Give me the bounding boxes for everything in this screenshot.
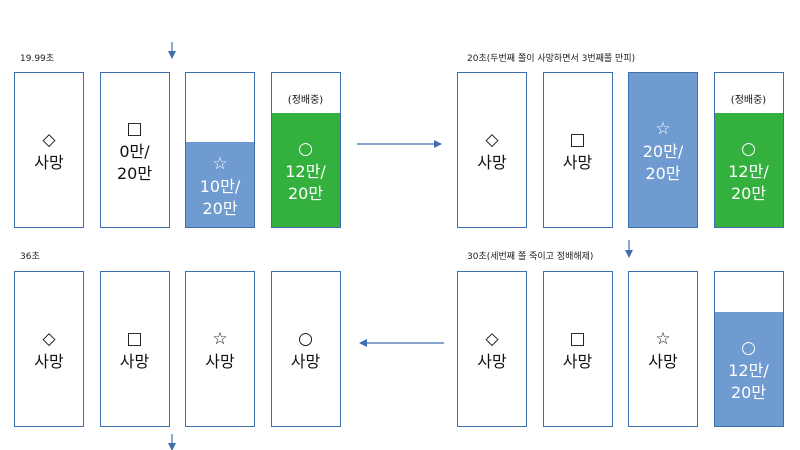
hp-fill bbox=[714, 113, 783, 227]
unit-symbol-icon: ☆ bbox=[212, 154, 228, 175]
unit-symbol-icon: ◇ bbox=[485, 329, 499, 349]
hp-text: 20만 bbox=[116, 164, 153, 183]
unit-symbol-icon: ○ bbox=[741, 338, 756, 359]
unit-symbol-icon: ○ bbox=[298, 329, 313, 349]
panel-label: 30초(세번째 쫄 죽이고 정배해제) bbox=[467, 252, 594, 262]
unit-symbol-icon: □ bbox=[569, 329, 586, 349]
hp-text: 사망 bbox=[34, 153, 64, 172]
panel-label: 20초(두번째 쫄이 사망하면서 3번째쫄 만피) bbox=[467, 54, 636, 64]
unit-card: □ 사망 bbox=[99, 271, 170, 427]
hp-fill bbox=[186, 142, 254, 227]
hp-text: 20만 bbox=[202, 199, 238, 219]
unit-card: □ 0만/20만 bbox=[99, 72, 170, 228]
card-content: □ 사망 bbox=[544, 327, 612, 373]
card-content: ○12만/20만 bbox=[715, 336, 783, 404]
hp-text: 12만/ bbox=[728, 361, 769, 381]
card-content: ☆ 사망 bbox=[186, 327, 254, 373]
hp-text: 사망 bbox=[205, 352, 235, 371]
unit-symbol-icon: □ bbox=[126, 329, 143, 349]
card-content: ◇ 사망 bbox=[458, 327, 526, 373]
unit-symbol-icon: ○ bbox=[741, 139, 756, 160]
card-content: ○ 사망 bbox=[272, 327, 340, 373]
unit-card: (정배중) ○12만/20만 bbox=[270, 72, 341, 228]
unit-card: ○ 사망 bbox=[270, 271, 341, 427]
hp-text: 20만/ bbox=[642, 142, 684, 161]
status-tag: (정배중) bbox=[287, 95, 324, 106]
unit-card: □ 사망 bbox=[542, 271, 613, 427]
card-content: ◇ 사망 bbox=[15, 128, 83, 174]
hp-text: 사망 bbox=[562, 352, 593, 371]
unit-card: ☆ 사망 bbox=[628, 271, 698, 427]
unit-card: ○12만/20만 bbox=[713, 271, 784, 427]
hp-text: 12만/ bbox=[728, 162, 769, 182]
hp-text: 12만/ bbox=[285, 162, 326, 182]
hp-text: 0만/ bbox=[119, 142, 150, 161]
unit-symbol-icon: □ bbox=[126, 119, 143, 139]
card-content: ◇ 사망 bbox=[458, 128, 526, 174]
unit-card: □ 사망 bbox=[542, 72, 613, 228]
unit-card: ☆ 20만/20만 bbox=[628, 72, 698, 228]
unit-symbol-icon: ☆ bbox=[655, 329, 671, 349]
hp-text: 10만/ bbox=[199, 177, 241, 197]
unit-symbol-icon: ○ bbox=[298, 139, 313, 160]
panel-label: 36초 bbox=[20, 252, 40, 262]
hp-text: 20만 bbox=[730, 184, 767, 204]
hp-text: 사망 bbox=[477, 153, 507, 172]
card-content: ○12만/20만 bbox=[715, 137, 783, 205]
card-content: ○12만/20만 bbox=[272, 137, 340, 205]
card-content: ☆ 20만/20만 bbox=[629, 117, 697, 185]
hp-text: 20만 bbox=[287, 184, 324, 204]
unit-symbol-icon: ◇ bbox=[42, 130, 56, 150]
unit-card: ☆10만/20만 bbox=[185, 72, 255, 228]
unit-symbol-icon: □ bbox=[569, 130, 586, 150]
card-content: ☆ 사망 bbox=[629, 327, 697, 373]
hp-fill bbox=[629, 73, 697, 227]
unit-card: ◇ 사망 bbox=[14, 72, 84, 228]
hp-text: 사망 bbox=[119, 352, 150, 371]
unit-symbol-icon: ◇ bbox=[485, 130, 499, 150]
unit-card: ◇ 사망 bbox=[457, 271, 527, 427]
unit-card: ☆ 사망 bbox=[185, 271, 255, 427]
card-content: □ 사망 bbox=[101, 327, 169, 373]
hp-text: 사망 bbox=[648, 352, 678, 371]
unit-card: ◇ 사망 bbox=[14, 271, 84, 427]
unit-card: (정배중) ○12만/20만 bbox=[713, 72, 784, 228]
panel-label: 19.99초 bbox=[20, 54, 55, 64]
hp-text: 20만 bbox=[730, 383, 767, 403]
unit-symbol-icon: ☆ bbox=[655, 119, 671, 139]
card-content: ☆10만/20만 bbox=[186, 152, 254, 220]
hp-text: 사망 bbox=[562, 153, 593, 172]
card-content: □ 사망 bbox=[544, 128, 612, 174]
unit-card: ◇ 사망 bbox=[457, 72, 527, 228]
unit-symbol-icon: ◇ bbox=[42, 329, 56, 349]
hp-fill bbox=[271, 113, 340, 227]
hp-fill bbox=[714, 312, 783, 426]
hp-text: 사망 bbox=[290, 352, 321, 371]
status-tag: (정배중) bbox=[730, 95, 767, 106]
hp-text: 사망 bbox=[477, 352, 507, 371]
card-content: ◇ 사망 bbox=[15, 327, 83, 373]
hp-text: 20만 bbox=[645, 164, 681, 183]
unit-symbol-icon: ☆ bbox=[212, 329, 228, 349]
card-content: □ 0만/20만 bbox=[101, 117, 169, 185]
hp-text: 사망 bbox=[34, 352, 64, 371]
